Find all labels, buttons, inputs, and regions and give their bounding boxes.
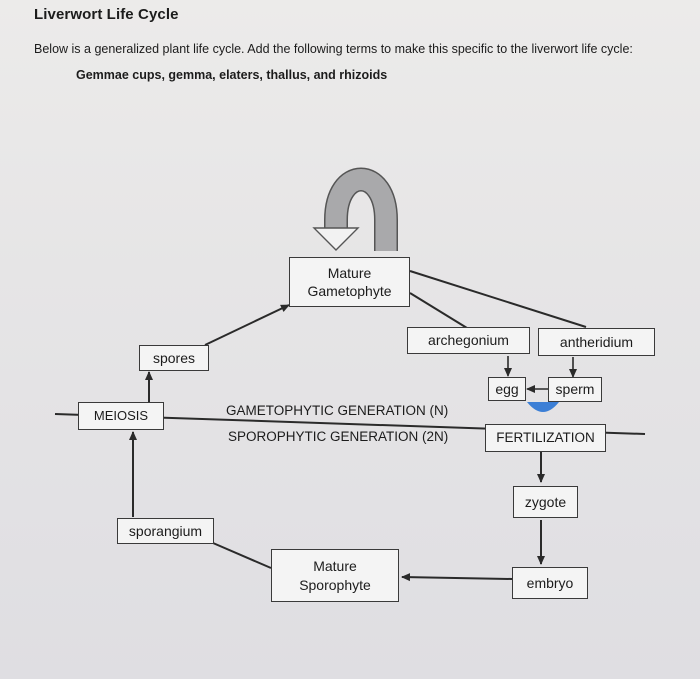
- sporangium-label: sporangium: [128, 522, 203, 539]
- line-sporophyte-to-sporangium: [212, 542, 272, 569]
- mature-gametophyte-line1: Mature: [327, 264, 372, 281]
- archegonium-label: archegonium: [428, 332, 509, 349]
- arrow-embryo-to-sporophyte: [401, 573, 513, 582]
- fertilization-marker: [527, 402, 559, 412]
- archegonium-box: archegonium: [407, 327, 530, 354]
- mature-gametophyte-line2: Gametophyte: [307, 283, 392, 299]
- sporangium-box: sporangium: [117, 518, 214, 544]
- zygote-box: zygote: [513, 486, 578, 518]
- line-gametophyte-to-archegonium: [409, 292, 468, 329]
- embryo-box: embryo: [512, 567, 588, 599]
- fertilization-label: FERTILIZATION: [496, 430, 595, 446]
- antheridium-label: antheridium: [559, 333, 634, 350]
- sperm-box: sperm: [548, 377, 602, 402]
- arrow-spores-to-gametophyte: [204, 304, 290, 346]
- mature-sporophyte-line1: Mature: [313, 558, 357, 575]
- embryo-label: embryo: [526, 574, 574, 591]
- spores-label: spores: [152, 349, 196, 366]
- mature-gametophyte-box: Mature Gametophyte: [289, 257, 410, 307]
- egg-label: egg: [495, 380, 519, 397]
- mature-sporophyte-line2: Sporophyte: [299, 576, 371, 593]
- spores-box: spores: [139, 345, 209, 371]
- mature-sporophyte-box: Mature Sporophyte: [271, 549, 399, 602]
- egg-box: egg: [488, 377, 526, 401]
- gametophytic-generation-label: GAMETOPHYTIC GENERATION (N): [226, 403, 449, 418]
- meiosis-box: MEIOSIS: [78, 402, 164, 430]
- zygote-label: zygote: [524, 493, 567, 510]
- gametophyte-loop-arrow: [312, 167, 398, 251]
- terms-list: Gemmae cups, gemma, elaters, thallus, an…: [76, 68, 388, 82]
- sporophytic-generation-label: SPOROPHYTIC GENERATION (2N): [228, 429, 449, 444]
- fertilization-box: FERTILIZATION: [485, 424, 606, 452]
- meiosis-label: MEIOSIS: [93, 407, 149, 423]
- sperm-label: sperm: [555, 381, 595, 398]
- line-gametophyte-to-antheridium: [409, 270, 587, 328]
- antheridium-box: antheridium: [538, 328, 655, 356]
- page-title: Liverwort Life Cycle: [34, 6, 179, 23]
- instructions-text: Below is a generalized plant life cycle.…: [34, 42, 633, 56]
